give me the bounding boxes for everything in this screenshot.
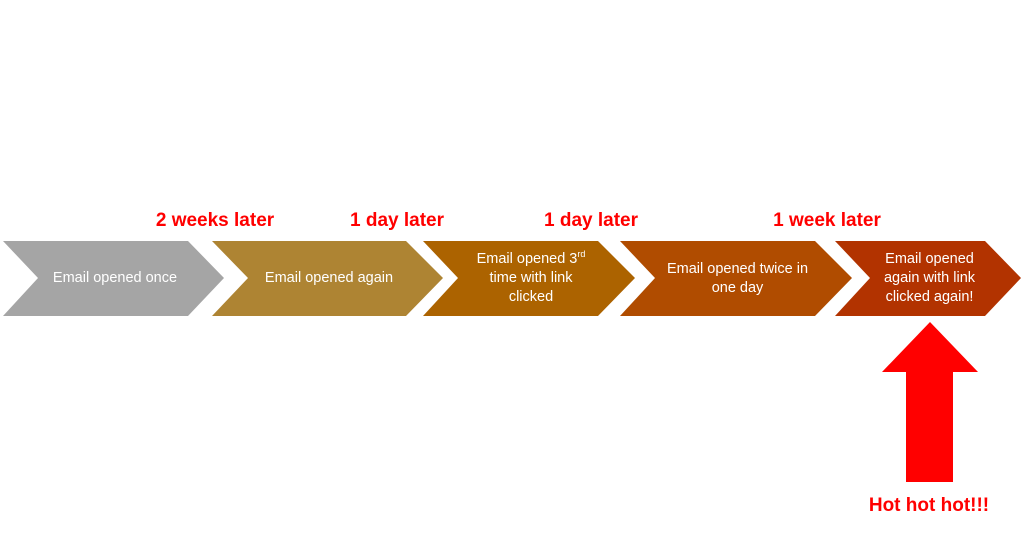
step-5-text: Email opened again with link clicked aga… (872, 241, 987, 316)
chevron-step-5 (835, 241, 1021, 316)
chevron-step-4 (620, 241, 852, 316)
step-5-label: Email opened again with link clicked aga… (883, 251, 976, 305)
interval-label-4: 1 week later (773, 210, 881, 231)
step-3-text: Email opened 3rd time with link clicked (462, 241, 600, 316)
interval-label-1: 2 weeks later (155, 210, 275, 231)
interval-label-3: 1 day later (544, 210, 638, 231)
step-4-text: Email opened twice in one day (660, 241, 815, 316)
chevron-step-2 (212, 241, 443, 316)
chevron-step-3 (423, 241, 635, 316)
hot-callout-label: Hot hot hot!!! (868, 495, 990, 516)
step-1-text: Email opened once (52, 270, 178, 286)
step-3-text-rest: time with link clicked (489, 270, 573, 305)
step-4-label: Email opened twice in one day (666, 260, 809, 296)
interval-label-2: 1 day later (350, 210, 444, 231)
up-arrow-icon (882, 322, 978, 482)
chevron-step-1 (3, 241, 224, 316)
step-2-text: Email opened again (264, 270, 394, 286)
step-3-text-main: Email opened 3 (476, 251, 578, 267)
step-3-superscript: rd (577, 249, 586, 260)
